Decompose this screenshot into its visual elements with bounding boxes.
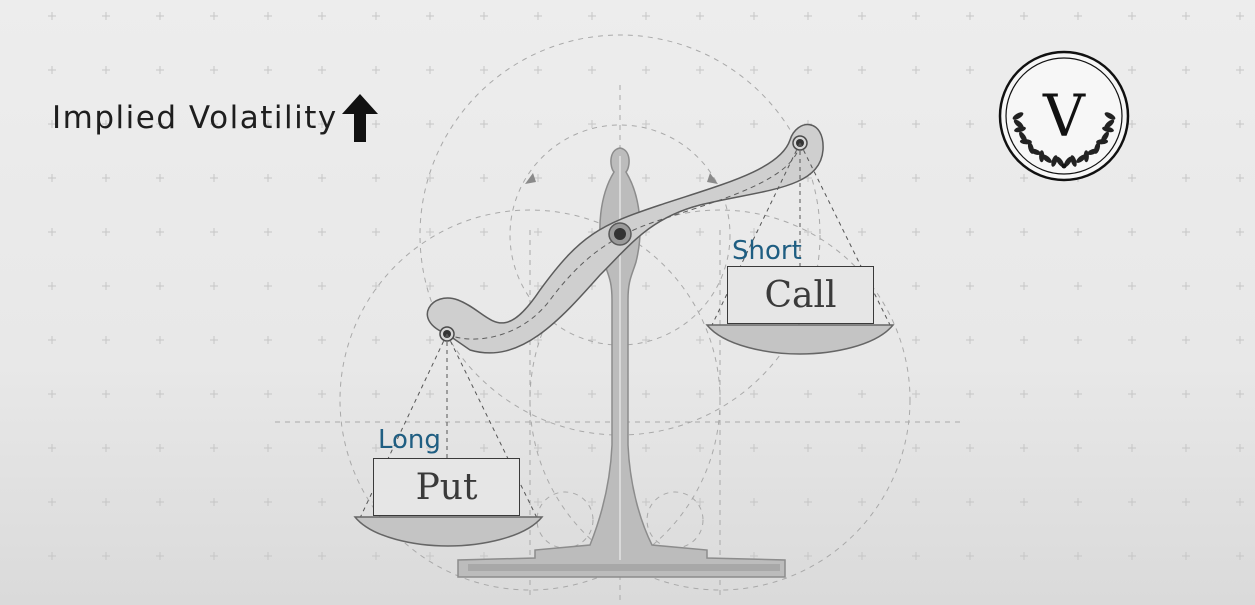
- rotation-arrows: [525, 173, 718, 184]
- long-label: Long: [378, 425, 441, 455]
- call-label: Call: [764, 274, 837, 316]
- left-pan: [353, 516, 544, 547]
- right-pan: [705, 324, 895, 355]
- put-label: Put: [415, 466, 478, 508]
- logo-letter: V: [1043, 82, 1085, 150]
- laurel-wreath-icon: [998, 50, 1130, 182]
- implied-volatility-title: Implied Volatility: [52, 100, 338, 136]
- background-grid: [48, 12, 1244, 560]
- call-weight-box: Call: [727, 266, 874, 324]
- right-pan-chains: [711, 142, 891, 326]
- scale-beam: [426, 124, 824, 354]
- arrow-up-icon: [342, 94, 378, 142]
- short-label: Short: [732, 236, 802, 266]
- put-weight-box: Put: [373, 458, 520, 516]
